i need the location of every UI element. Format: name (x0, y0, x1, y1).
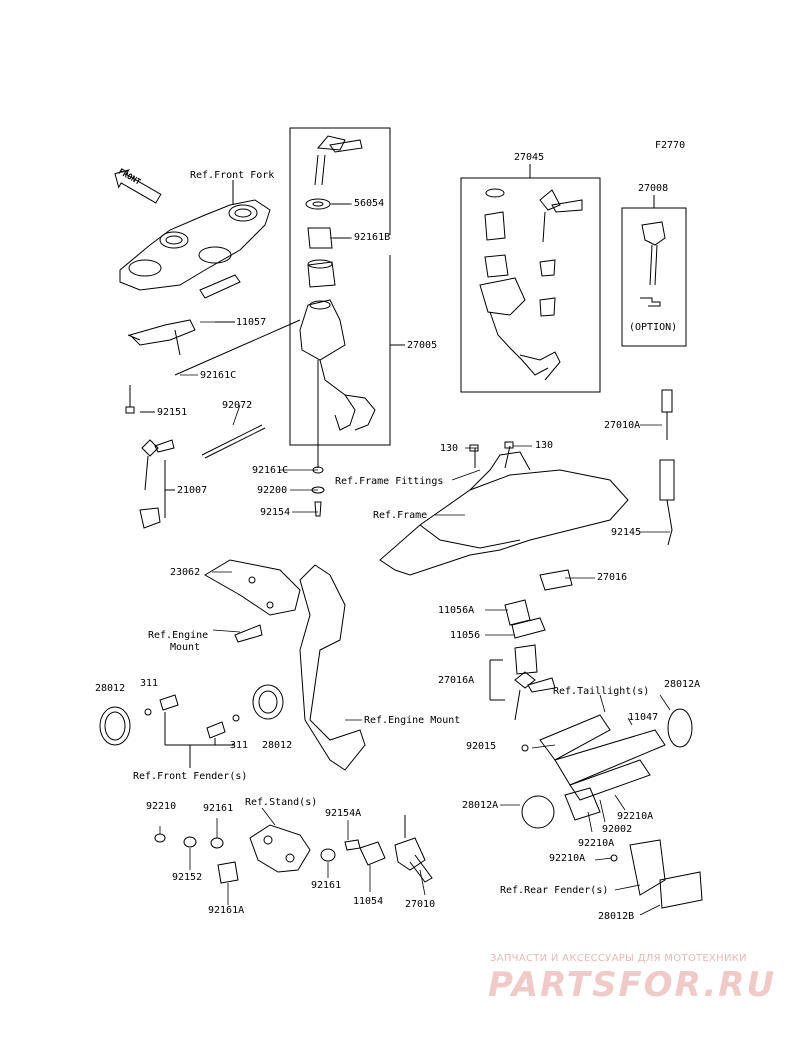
top-bracket-drawing (119, 180, 271, 414)
watermark-line1: ЗАПЧАСТИ И АКСЕССУАРЫ ДЛЯ МОТОТЕХНИКИ (490, 953, 747, 964)
label-27005: 27005 (407, 340, 438, 351)
ignition-set-27045-drawing (479, 188, 583, 381)
label-92161-b: 92161 (311, 880, 342, 891)
label-ref-front-fender: Ref.Front Fender(s) (133, 771, 248, 782)
label-27010: 27010 (405, 899, 436, 910)
label-92210A-a: 92210A (617, 811, 654, 822)
leader-lines (159, 182, 671, 916)
label-92210A-b: 92210A (578, 838, 615, 849)
label-11047: 11047 (628, 712, 659, 723)
label-27010A: 27010A (604, 420, 641, 431)
label-92210A-c: 92210A (549, 853, 586, 864)
watermark-logo: PARTSFOR.RU (488, 965, 777, 1005)
label-92002: 92002 (602, 824, 633, 835)
right-parts-drawing (489, 389, 703, 909)
label-ref-engine-mount-1: Ref.Engine (148, 630, 209, 641)
label-option: (OPTION) (629, 322, 678, 333)
label-27016A: 27016A (438, 675, 475, 686)
ignition-switch-drawing (174, 135, 376, 468)
label-92154A: 92154A (325, 808, 362, 819)
box-27005 (289, 127, 405, 446)
label-27008: 27008 (638, 183, 669, 194)
label-27045: 27045 (514, 152, 545, 163)
label-11056: 11056 (450, 630, 481, 641)
label-28012-a: 28012 (95, 683, 126, 694)
label-ref-stand: Ref.Stand(s) (245, 797, 318, 808)
label-92154: 92154 (260, 507, 291, 518)
label-92161-a: 92161 (203, 803, 234, 814)
bottom-left-parts-drawing (154, 815, 433, 884)
label-92151: 92151 (157, 407, 188, 418)
option-key-drawing (640, 221, 666, 307)
label-27016: 27016 (597, 572, 628, 583)
label-11056A: 11056A (438, 605, 475, 616)
label-11054: 11054 (353, 896, 384, 907)
label-130-a: 130 (440, 443, 459, 454)
label-130-b: 130 (535, 440, 554, 451)
label-92161A: 92161A (208, 905, 245, 916)
label-92072: 92072 (222, 400, 253, 411)
label-23062: 23062 (170, 567, 201, 578)
label-92015: 92015 (466, 741, 497, 752)
label-92161C-a: 92161C (200, 370, 237, 381)
label-311-b: 311 (230, 740, 249, 751)
front-arrow-icon (114, 169, 162, 204)
label-21007: 21007 (177, 485, 208, 496)
label-56054: 56054 (354, 198, 385, 209)
label-92145: 92145 (611, 527, 642, 538)
misc-left-parts-drawing (139, 424, 325, 529)
label-11057: 11057 (236, 317, 267, 328)
label-ref-front-fork: Ref.Front Fork (190, 170, 275, 181)
label-ref-frame-fittings: Ref.Frame Fittings (335, 476, 444, 487)
label-92161C-b: 92161C (252, 465, 289, 476)
frame-drawing (379, 441, 629, 576)
label-92161B: 92161B (354, 232, 391, 243)
figure-code: F2770 (655, 140, 686, 151)
label-ref-taillight: Ref.Taillight(s) (553, 686, 650, 697)
label-ref-engine-mount-b: Ref.Engine Mount (364, 715, 461, 726)
label-28012B: 28012B (598, 911, 635, 922)
label-ref-frame: Ref.Frame (373, 510, 428, 521)
label-92210: 92210 (146, 801, 177, 812)
label-311-a: 311 (140, 678, 159, 689)
label-28012A-b: 28012A (462, 800, 499, 811)
label-92152: 92152 (172, 872, 203, 883)
label-28012A-a: 28012A (664, 679, 701, 690)
label-ref-engine-mount-2: Mount (170, 642, 201, 653)
label-28012-b: 28012 (262, 740, 293, 751)
label-92200: 92200 (257, 485, 288, 496)
engine-mount-bracket-drawing (204, 559, 366, 771)
label-ref-rear-fender: Ref.Rear Fender(s) (500, 885, 609, 896)
reflectors-drawing (99, 684, 284, 768)
